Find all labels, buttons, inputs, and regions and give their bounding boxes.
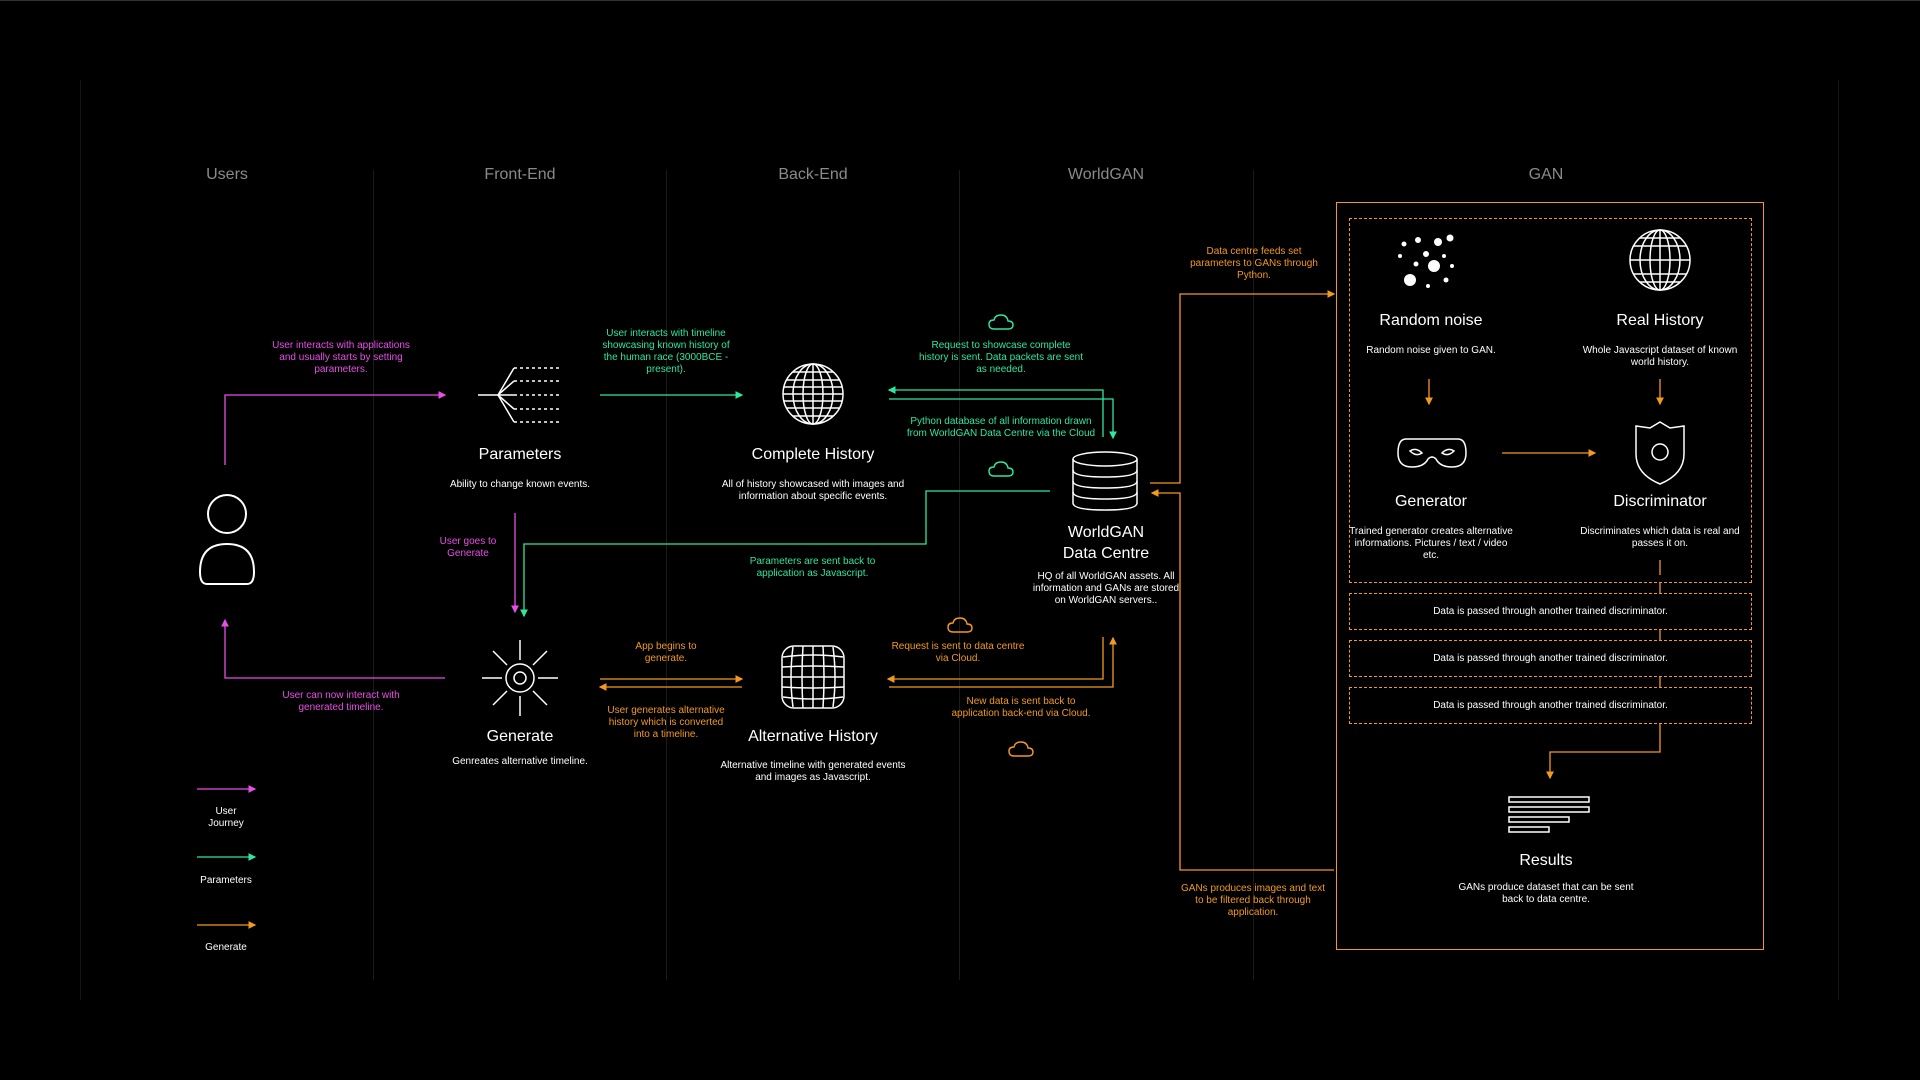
right-edge-line xyxy=(1838,80,1839,1000)
real-history-desc: Whole Javascript dataset of known world … xyxy=(1582,345,1738,368)
annotation-app-begins: App begins to generate. xyxy=(635,641,697,664)
annotation-python-database: Python database of all information drawn… xyxy=(906,416,1096,439)
annotation-timeline-known: User interacts with timeline showcasing … xyxy=(602,328,730,375)
annotation-new-data-back: New data is sent back to application bac… xyxy=(951,696,1091,719)
alternative-history-title: Alternative History xyxy=(748,728,878,745)
generate-burst-icon xyxy=(482,640,558,716)
legend-user-journey: User Journey xyxy=(208,806,244,829)
left-edge-line xyxy=(80,80,81,1000)
lane-title-worldgan: WorldGAN xyxy=(1067,166,1145,183)
generate-title: Generate xyxy=(486,728,554,745)
data-centre-title-1: WorldGAN xyxy=(1067,524,1145,541)
generate-desc: Genreates alternative timeline. xyxy=(452,756,588,767)
discriminator-row-1: Data is passed through another trained d… xyxy=(1349,593,1752,630)
annotation-user-can-interact: User can now interact with generated tim… xyxy=(282,690,400,713)
data-centre-desc: HQ of all WorldGAN assets. All informati… xyxy=(1032,571,1180,606)
lane-title-users: Users xyxy=(206,166,248,183)
annotation-data-centre-feeds: Data centre feeds set parameters to GANs… xyxy=(1190,246,1318,281)
lane-title-backend: Back-End xyxy=(778,166,848,183)
discriminator-desc: Discriminates which data is real and pas… xyxy=(1580,526,1740,549)
data-centre-title-2: Data Centre xyxy=(1062,545,1150,562)
mask-icon xyxy=(1397,438,1467,468)
parameters-title: Parameters xyxy=(478,446,562,463)
random-noise-title: Random noise xyxy=(1379,312,1483,329)
generator-desc: Trained generator creates alternative in… xyxy=(1349,526,1513,561)
discriminator-title: Discriminator xyxy=(1613,493,1707,510)
lane-divider-4 xyxy=(1253,170,1254,980)
lane-title-frontend: Front-End xyxy=(484,166,556,183)
parameters-desc: Ability to change known events. xyxy=(449,479,591,490)
cloud-icon xyxy=(1008,741,1034,757)
top-border xyxy=(0,0,1920,1)
annotation-user-interacts: User interacts with applications and usu… xyxy=(272,340,410,375)
complete-history-desc: All of history showcased with images and… xyxy=(721,479,905,502)
cloud-icon xyxy=(988,461,1014,477)
annotation-params-sent-back: Parameters are sent back to application … xyxy=(749,556,876,579)
results-desc: GANs produce dataset that can be sent ba… xyxy=(1458,882,1634,905)
results-lines-icon xyxy=(1508,796,1590,833)
discriminator-row-3: Data is passed through another trained d… xyxy=(1349,687,1752,724)
annotation-user-generates: User generates alternative history which… xyxy=(607,705,725,740)
discriminator-row-2: Data is passed through another trained d… xyxy=(1349,640,1752,677)
lane-divider-3 xyxy=(959,170,960,980)
gan-container xyxy=(1336,202,1764,950)
lane-divider-2 xyxy=(666,170,667,980)
globe-icon xyxy=(782,363,844,425)
annotation-user-goes-generate: User goes to Generate xyxy=(439,536,497,559)
results-title: Results xyxy=(1519,852,1573,869)
lane-title-gan: GAN xyxy=(1528,166,1564,183)
lane-divider-1 xyxy=(373,170,374,980)
warped-grid-icon xyxy=(781,645,845,709)
legend-parameters: Parameters xyxy=(200,875,252,886)
random-noise-desc: Random noise given to GAN. xyxy=(1366,345,1496,356)
annotation-request-sent-cloud: Request is sent to data centre via Cloud… xyxy=(891,641,1025,664)
parameters-branch-icon xyxy=(478,367,562,423)
gan-training-box xyxy=(1349,218,1752,583)
complete-history-title: Complete History xyxy=(751,446,875,463)
annotation-gans-produces: GANs produces images and text to be filt… xyxy=(1181,883,1325,918)
globe-icon xyxy=(1629,229,1691,291)
shield-icon xyxy=(1635,421,1685,485)
random-noise-icon xyxy=(1398,234,1454,288)
alternative-history-desc: Alternative timeline with generated even… xyxy=(720,760,906,783)
cloud-icon xyxy=(947,617,973,633)
generator-title: Generator xyxy=(1394,493,1468,510)
cloud-icon xyxy=(988,314,1014,330)
real-history-title: Real History xyxy=(1616,312,1704,329)
legend-generate: Generate xyxy=(205,942,247,953)
annotation-request-complete: Request to showcase complete history is … xyxy=(919,340,1083,375)
database-icon xyxy=(1072,451,1138,511)
user-icon xyxy=(198,494,256,585)
